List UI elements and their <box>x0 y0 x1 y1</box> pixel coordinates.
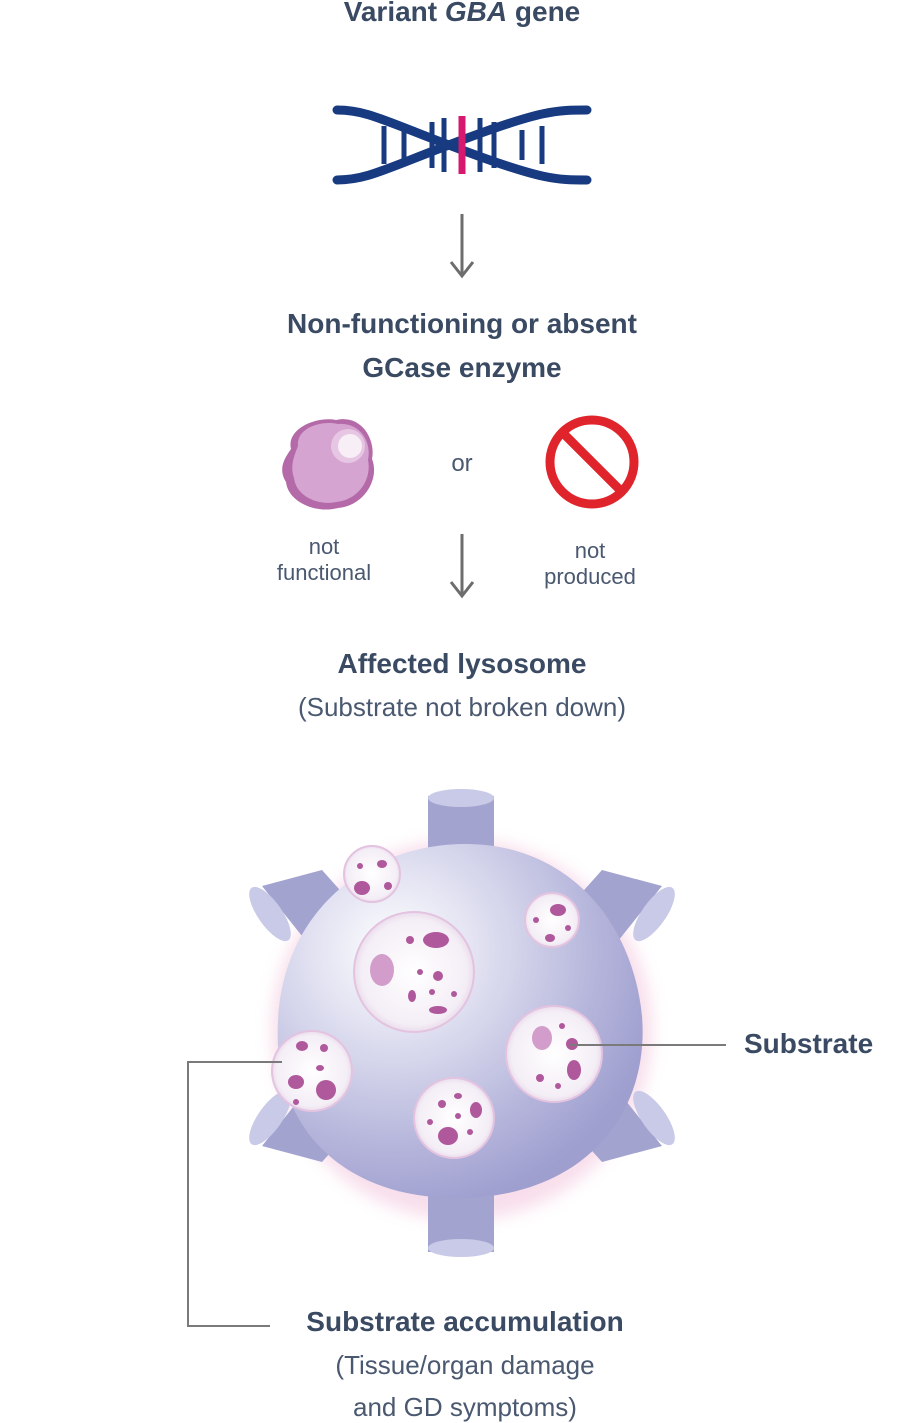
lysosome-title: Affected lysosome <box>337 648 587 679</box>
substrate-label: Substrate <box>744 1028 874 1059</box>
enzyme-title-line2: GCase enzyme <box>362 352 562 383</box>
arrow-down-icon <box>449 214 475 279</box>
prohibited-icon <box>545 415 639 509</box>
accumulation-sub-line1: (Tissue/organ damage <box>335 1350 595 1380</box>
arrow-down-icon <box>449 534 475 599</box>
not-produced-line1: not <box>574 538 606 563</box>
gene-title: Variant GBA gene <box>0 0 924 28</box>
or-label: or <box>451 450 473 477</box>
gene-title-gene: GBA <box>444 0 508 27</box>
enzyme-title-line1: Non-functioning or absent <box>287 308 637 339</box>
accumulation-bracket-line <box>187 1061 282 1327</box>
lysosome-illustration <box>249 789 675 1257</box>
misfolded-enzyme-icon <box>282 419 375 510</box>
accumulation-title: Substrate accumulation <box>306 1306 624 1337</box>
not-functional-line2: functional <box>276 560 372 585</box>
dna-helix-icon <box>332 105 592 185</box>
accumulation-sub-line2: and GD symptoms) <box>353 1392 577 1422</box>
lysosome-subtitle: (Substrate not broken down) <box>297 692 627 722</box>
not-functional-line1: not <box>308 534 340 559</box>
gene-title-prefix: Variant <box>343 0 445 27</box>
gene-title-suffix: gene <box>507 0 581 27</box>
not-produced-line2: produced <box>544 564 636 589</box>
substrate-callout-line <box>570 1044 726 1046</box>
